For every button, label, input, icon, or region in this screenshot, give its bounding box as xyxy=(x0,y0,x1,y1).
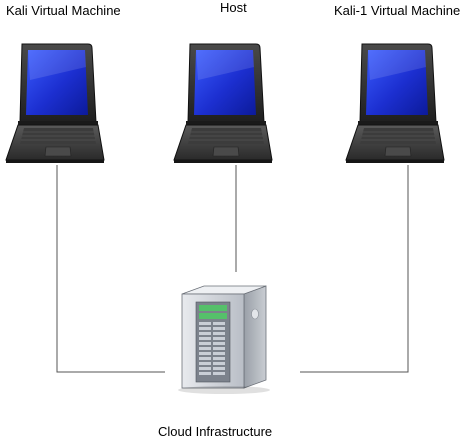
laptop-icon xyxy=(173,43,273,164)
laptop-icon xyxy=(345,43,445,164)
connector-kali-vm-to-cloud xyxy=(56,165,165,373)
laptop-icon xyxy=(5,43,105,164)
kali-vm-label: Kali Virtual Machine xyxy=(6,3,121,18)
connector-kali1-vm-to-cloud xyxy=(300,165,409,373)
server-tower-icon xyxy=(177,285,271,395)
kali1-vm-label: Kali-1 Virtual Machine xyxy=(334,3,461,18)
host-label: Host xyxy=(220,0,247,15)
connector-lines xyxy=(56,165,409,373)
cloud-infrastructure-label: Cloud Infrastructure xyxy=(158,424,273,439)
